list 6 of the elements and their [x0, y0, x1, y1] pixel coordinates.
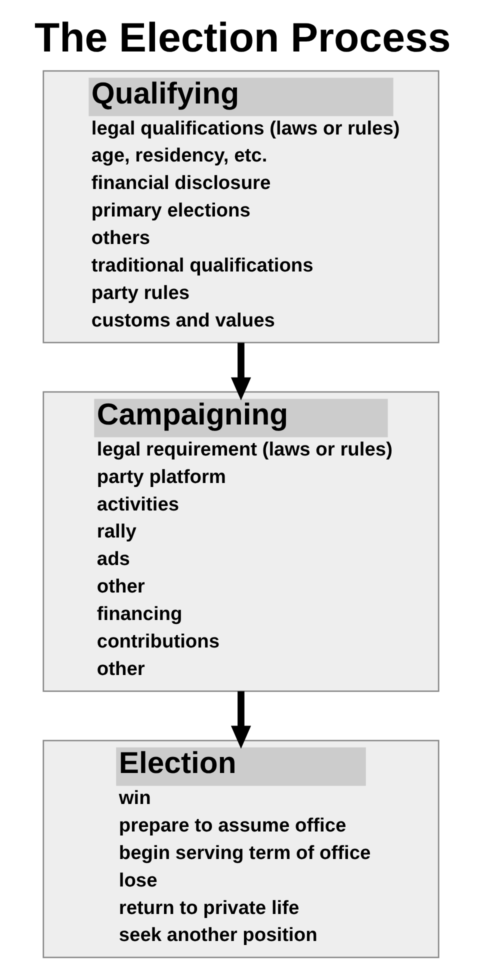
- arrow: [230, 342, 252, 400]
- node-box: Election win prepare to assume office begin serving term of office lose return to private life seek another position: [42, 739, 440, 958]
- diagram-title: The Election Process: [34, 14, 451, 60]
- node-box: Campaigning legal requirement (laws or rules) party platform activities rally ads other financing contributions other: [42, 390, 440, 692]
- arrow: [230, 690, 252, 748]
- node-box: Qualifying legal qualifications (laws or rules) age, residency, etc. financial disclosure primary elections others traditional qualifications party rules customs and values: [42, 70, 440, 343]
